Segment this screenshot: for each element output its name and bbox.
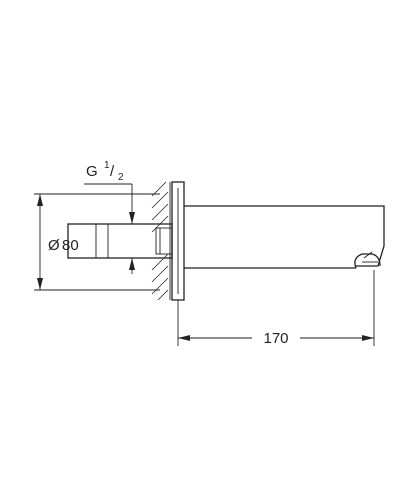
diameter-symbol: Ø <box>48 237 60 254</box>
thread-fraction-denominator: 2 <box>118 172 124 183</box>
spout-body <box>184 205 385 269</box>
thread-fraction-numerator: 1 <box>104 160 110 171</box>
length-value: 170 <box>263 330 288 347</box>
diameter-value: 80 <box>62 237 79 254</box>
diameter-dimension: Ø 80 <box>34 193 160 291</box>
wall-hatch <box>151 181 171 301</box>
wall-rosette <box>171 181 185 301</box>
thread-fraction-slash: / <box>110 163 115 180</box>
thread-label: G <box>86 163 98 180</box>
thread-dimension: G 1 / 2 <box>84 160 135 274</box>
length-dimension: 170 <box>177 270 375 348</box>
connection-pipe <box>67 223 173 259</box>
